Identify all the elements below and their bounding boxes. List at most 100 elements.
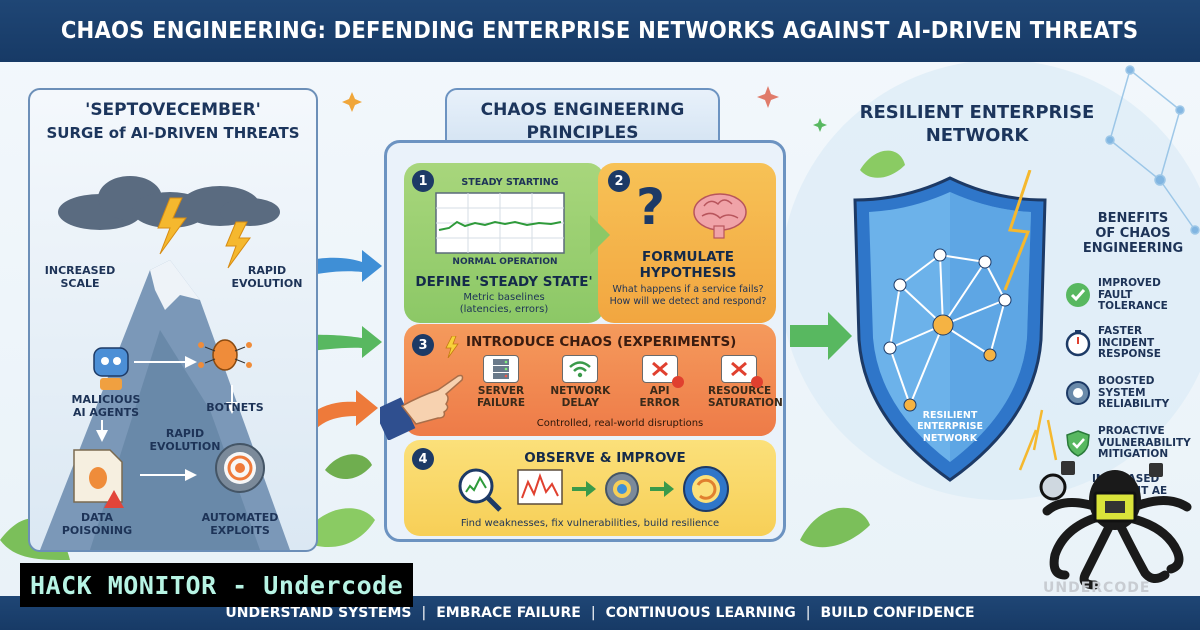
benefit-label-line: SYSTEM: [1098, 386, 1146, 399]
motto-build-confidence: BUILD CONFIDENCE: [820, 605, 975, 621]
shield-network-icon: [853, 176, 1047, 482]
motto-separator: |: [590, 605, 596, 621]
step1-heading: DEFINE 'STEADY STATE': [415, 274, 593, 290]
benefit-label-line: RELIABILITY: [1098, 398, 1170, 411]
step3-number: 3: [412, 334, 434, 356]
error-x-icon: [641, 355, 684, 388]
motto-embrace-failure: EMBRACE FAILURE: [436, 605, 581, 621]
gear-icon: [1066, 381, 1090, 406]
motto-separator: |: [805, 605, 811, 621]
arrow-icon: [572, 481, 596, 497]
network-mesh-decoration: [1105, 65, 1200, 235]
botnets-label: BOTNETS: [206, 401, 264, 414]
magnifier-icon: [1039, 473, 1067, 501]
threats-title: 'SEPTOVECEMBER' SURGE of AI-DRIVEN THREA…: [32, 100, 314, 142]
label-line: INCREASED: [44, 264, 116, 277]
resilient-title-line2: NETWORK: [925, 125, 1029, 146]
chaos-item-resource-saturation: RESOURCE SATURATION: [707, 355, 783, 409]
step2-desc-line1: What happens if a service fails?: [612, 284, 764, 295]
step2-desc: What happens if a service fails? How wil…: [600, 284, 776, 308]
chaos-item-label-line1: RESOURCE: [707, 385, 772, 397]
chaos-item-api-error: API ERROR: [629, 355, 691, 409]
resilient-title: RESILIENT ENTERPRISE NETWORK: [832, 102, 1122, 146]
shield-check-icon: [1066, 283, 1090, 308]
pointing-hand-icon: [380, 374, 464, 440]
chaos-item-network-delay: NETWORK DELAY: [549, 355, 611, 409]
rapid-evolution-label: RAPID EVOLUTION: [222, 264, 312, 290]
data-poisoning-label: DATA POISONING: [52, 511, 142, 537]
benefit-label-line: MITIGATION: [1098, 448, 1169, 461]
motto-understand-systems: UNDERSTAND SYSTEMS: [225, 605, 412, 621]
threats-title-line1: 'SEPTOVECEMBER': [85, 100, 261, 120]
storm-cloud-icon: [58, 176, 280, 230]
lightning-strike-decoration: [1003, 170, 1058, 471]
step1-desc-line1: Metric baselines: [463, 292, 545, 303]
sparkle-decoration: [342, 86, 827, 132]
step1-number: 1: [412, 170, 434, 192]
automated-exploits-label: AUTOMATED EXPLOITS: [190, 511, 290, 537]
magnifier-icon: [458, 468, 502, 512]
arrow-blue: [300, 250, 382, 282]
chart-icon: [517, 469, 563, 505]
watermark-text: HACK MONITOR - Undercode: [30, 570, 404, 600]
step1-chart-caption: NORMAL OPERATION: [452, 257, 558, 267]
step4-heading: OBSERVE & IMPROVE: [524, 450, 686, 466]
benefit-label-line: TOLERANCE: [1098, 300, 1168, 313]
step4-number: 4: [412, 448, 434, 470]
label-line: EVOLUTION: [231, 276, 303, 290]
benefit-label-line: FASTER: [1098, 325, 1143, 337]
error-badge-icon: [750, 376, 763, 388]
label-line: EXPLOITS: [210, 523, 270, 537]
principles-title-line2: PRINCIPLES: [526, 123, 639, 143]
benefits-title: BENEFITS OF CHAOS ENGINEERING: [1072, 211, 1194, 257]
benefit-label-line: RESPONSE: [1098, 348, 1161, 361]
label-line: EVOLUTION: [149, 439, 221, 453]
step2-heading: FORMULATE HYPOTHESIS: [600, 249, 776, 281]
benefit-label-line: FIT AE: [1130, 484, 1168, 497]
benefit-label-line: IMPROVED: [1098, 277, 1161, 289]
shield-label: RESILIENT ENTERPRISE NETWORK: [905, 410, 995, 444]
benefits-title-line1: BENEFITS: [1097, 211, 1169, 226]
principles-title: CHAOS ENGINEERING PRINCIPLES: [445, 100, 720, 143]
benefits-title-line3: ENGINEERING: [1082, 240, 1184, 256]
increased-scale-label: INCREASED SCALE: [40, 264, 120, 290]
arrow-to-shield: [790, 312, 852, 360]
chaos-item-server-failure: SERVER FAILURE: [470, 355, 532, 409]
label-line: DATA: [81, 511, 113, 524]
undercode-logo-text: UNDERCODE: [1043, 580, 1150, 595]
threat-mountain-illustration: [40, 176, 290, 550]
motto-separator: |: [421, 605, 427, 621]
shield-icon: [1066, 430, 1090, 458]
connector-notch: [590, 215, 610, 255]
lightning-bolt-icon: [157, 197, 187, 255]
stopwatch-icon: [1065, 330, 1091, 357]
chaos-item-label-line2: SATURATION: [707, 396, 783, 409]
benefit-label-line: BOOSTED: [1098, 375, 1155, 387]
observe-improve-icons: [458, 466, 729, 512]
step2-desc-line2: How will we detect and respond?: [609, 295, 767, 307]
lightning-icon: [445, 336, 459, 358]
page-title: CHAOS ENGINEERING: DEFENDING ENTERPRISE …: [61, 18, 1139, 44]
step3-heading: INTRODUCE CHAOS (EXPERIMENTS): [466, 334, 737, 350]
undercode-octopus-logo: UNDERCODE: [1039, 461, 1192, 595]
shield-label-line2: ENTERPRISE: [917, 421, 983, 433]
label-line: MALICIOUS: [71, 393, 141, 406]
chaos-item-label-line1: NETWORK: [550, 385, 611, 397]
chaos-item-label-line2: FAILURE: [476, 396, 526, 409]
label-line: SCALE: [60, 276, 100, 290]
target-gear-icon: [215, 443, 265, 493]
benefit-label-line: INCIDENT: [1098, 336, 1155, 349]
label-line: POISONING: [61, 523, 133, 537]
step3-caption: Controlled, real-world disruptions: [536, 418, 704, 429]
network-graph: [889, 254, 1006, 406]
benefits-title-line2: OF CHAOS: [1095, 225, 1171, 241]
header-banner: CHAOS ENGINEERING: DEFENDING ENTERPRISE …: [0, 0, 1200, 62]
resilient-title-line1: RESILIENT ENTERPRISE: [859, 102, 1095, 123]
shield-label-line3: NETWORK: [922, 432, 978, 444]
step1-desc: Metric baselines (latencies, errors): [406, 292, 602, 316]
error-badge-icon: [671, 376, 684, 388]
server-icon: [483, 355, 519, 383]
lightning-bolt-icon: [225, 221, 251, 269]
motto-continuous-learning: CONTINUOUS LEARNING: [605, 605, 796, 621]
principles-title-line1: CHAOS ENGINEERING: [480, 100, 685, 120]
